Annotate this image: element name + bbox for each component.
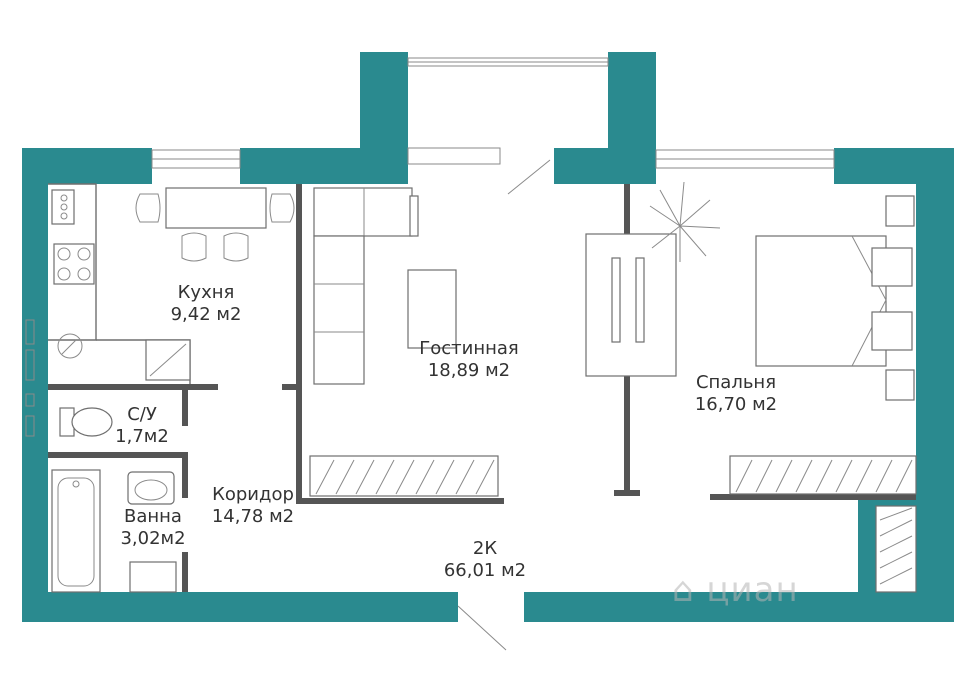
living-furniture — [309, 187, 677, 497]
entrance-door — [457, 605, 507, 651]
wc-fixtures — [59, 407, 113, 437]
room-area: 3,02м2 — [120, 527, 186, 549]
balcony-door — [507, 159, 551, 195]
total-area-label: 2К 66,01 м2 — [430, 538, 540, 581]
room-area: 14,78 м2 — [211, 505, 295, 527]
bath-fixtures — [51, 469, 177, 593]
room-name: Кухня — [177, 282, 235, 303]
plant-icon — [649, 181, 721, 262]
room-label-wc: С/У 1,7м2 — [112, 404, 172, 447]
room-name: Ванна — [124, 506, 182, 527]
room-area: 16,70 м2 — [694, 393, 778, 415]
total-area: 66,01 м2 — [443, 559, 527, 581]
room-label-kitchen: Кухня 9,42 м2 — [158, 282, 254, 325]
room-area: 9,42 м2 — [170, 303, 242, 325]
room-area: 1,7м2 — [115, 425, 169, 447]
room-label-living: Гостинная 18,89 м2 — [398, 338, 540, 381]
room-label-bath: Ванна 3,02м2 — [108, 506, 198, 549]
windows — [25, 57, 835, 437]
room-name: С/У — [127, 404, 157, 425]
room-label-bedroom: Спальня 16,70 м2 — [680, 372, 792, 415]
room-name: Гостинная — [419, 338, 519, 359]
kitchen-furniture — [48, 183, 295, 384]
room-name: Коридор — [212, 484, 294, 505]
outer-walls — [22, 52, 954, 622]
bedroom-furniture — [729, 195, 917, 593]
watermark: ⌂ циан — [672, 570, 799, 610]
room-area: 18,89 м2 — [427, 359, 511, 381]
cian-logo-icon: ⌂ — [672, 570, 707, 610]
apartment-type: 2К — [472, 538, 498, 559]
watermark-text: циан — [706, 570, 799, 610]
room-label-corridor: Коридор 14,78 м2 — [196, 484, 310, 527]
room-name: Спальня — [695, 372, 777, 393]
